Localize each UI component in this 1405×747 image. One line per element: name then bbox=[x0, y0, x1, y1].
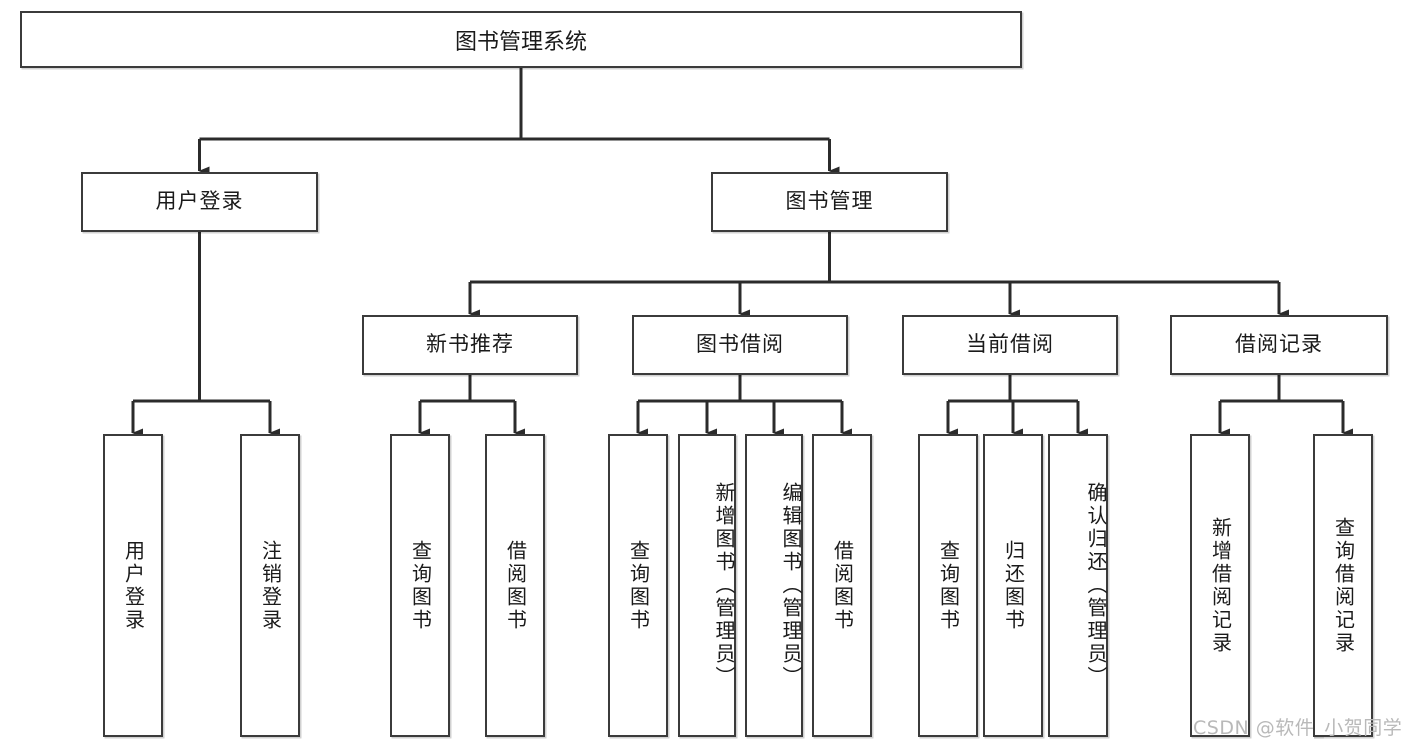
node-label: 查询图书 bbox=[936, 539, 961, 632]
node-label: 编辑图书（管理员） bbox=[779, 482, 803, 689]
node-leaf-user-login[interactable]: 用户登录 bbox=[103, 434, 163, 737]
node-label: 当前借阅 bbox=[966, 332, 1054, 357]
node-label: 新书推荐 bbox=[426, 332, 514, 357]
node-label: 确认归还（管理员） bbox=[1084, 482, 1108, 689]
node-label: 查询借阅记录 bbox=[1331, 516, 1356, 655]
node-borrow-record[interactable]: 借阅记录 bbox=[1170, 315, 1388, 375]
node-leaf-confirm-return[interactable]: 确认归还（管理员） bbox=[1048, 434, 1108, 737]
node-root[interactable]: 图书管理系统 bbox=[20, 11, 1022, 68]
node-label: 查询图书 bbox=[408, 539, 433, 632]
node-new-book-rec[interactable]: 新书推荐 bbox=[362, 315, 578, 375]
node-label: 图书借阅 bbox=[696, 332, 784, 357]
node-leaf-edit-book[interactable]: 编辑图书（管理员） bbox=[745, 434, 803, 737]
node-label: 借阅图书 bbox=[830, 539, 855, 632]
node-leaf-borrow-book-1[interactable]: 借阅图书 bbox=[485, 434, 545, 737]
node-label: 图书管理系统 bbox=[454, 29, 587, 55]
node-leaf-query-book-1[interactable]: 查询图书 bbox=[390, 434, 450, 737]
node-leaf-borrow-book-2[interactable]: 借阅图书 bbox=[812, 434, 872, 737]
node-user-login[interactable]: 用户登录 bbox=[81, 172, 318, 232]
node-label: 用户登录 bbox=[121, 539, 146, 632]
node-leaf-query-book-2[interactable]: 查询图书 bbox=[608, 434, 668, 737]
node-label: 新增图书（管理员） bbox=[712, 482, 736, 689]
node-label: 查询图书 bbox=[626, 539, 651, 632]
node-label: 新增借阅记录 bbox=[1208, 516, 1233, 655]
node-label: 图书管理 bbox=[785, 189, 874, 214]
watermark-label: CSDN @软件_小贺同学 bbox=[1193, 717, 1403, 739]
node-label: 借阅记录 bbox=[1235, 332, 1323, 357]
node-label: 注销登录 bbox=[258, 539, 283, 632]
node-book-manage[interactable]: 图书管理 bbox=[711, 172, 948, 232]
node-label: 用户登录 bbox=[155, 189, 244, 214]
node-current-borrow[interactable]: 当前借阅 bbox=[902, 315, 1118, 375]
node-leaf-query-record[interactable]: 查询借阅记录 bbox=[1313, 434, 1373, 737]
node-leaf-add-book[interactable]: 新增图书（管理员） bbox=[678, 434, 736, 737]
node-leaf-user-logout[interactable]: 注销登录 bbox=[240, 434, 300, 737]
node-leaf-return-book[interactable]: 归还图书 bbox=[983, 434, 1043, 737]
node-leaf-add-record[interactable]: 新增借阅记录 bbox=[1190, 434, 1250, 737]
node-leaf-query-book-3[interactable]: 查询图书 bbox=[918, 434, 978, 737]
node-book-borrow[interactable]: 图书借阅 bbox=[632, 315, 848, 375]
node-label: 借阅图书 bbox=[503, 539, 528, 632]
node-label: 归还图书 bbox=[1001, 539, 1026, 632]
